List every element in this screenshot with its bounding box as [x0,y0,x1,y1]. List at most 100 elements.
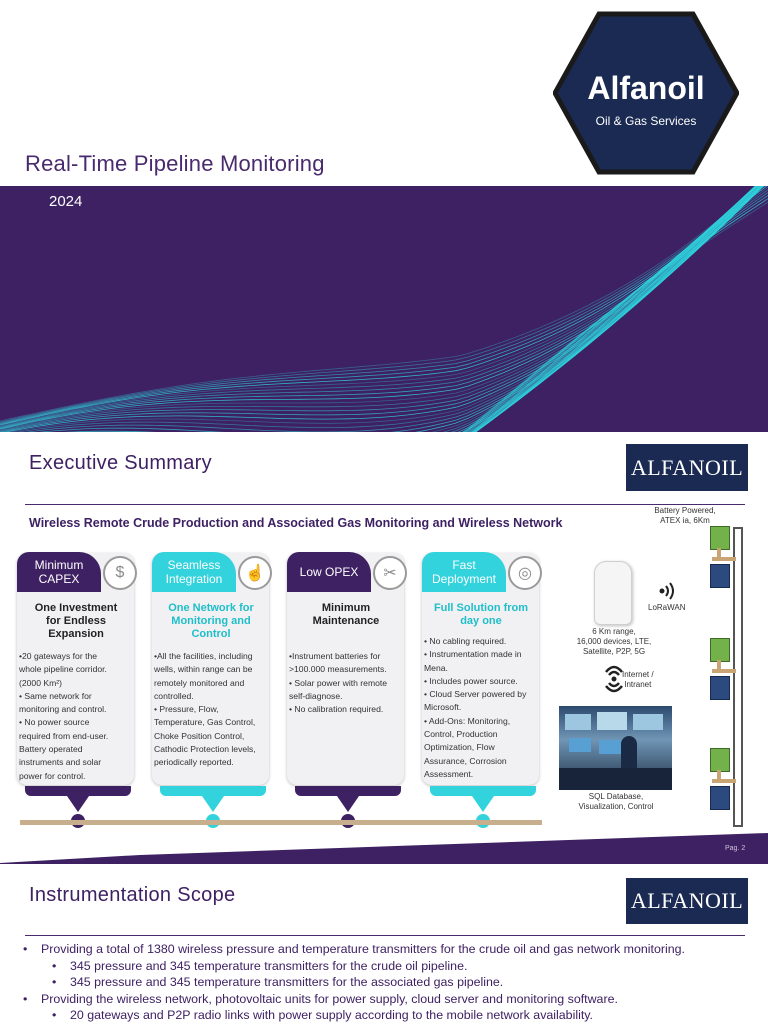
card-heading-line: Full Solution from [433,602,529,614]
battery-label: Battery Powered, ATEX ia, 6Km [654,506,716,525]
card-bullet-line: • No cabling required. [424,636,507,646]
slide-footer [0,833,768,865]
card-bullet-line: remotely monitored and [154,677,245,688]
logo-name: Alfanoil [587,70,705,106]
wave-line [0,186,764,428]
title-rule [25,504,745,505]
wave-line [4,186,763,432]
card-bullet-line: monitoring and control. [19,704,107,715]
card-footer-bar [295,786,401,796]
lorawan-label: LoRaWAN [648,603,686,612]
card-bullet-line: • Cloud Server powered by [424,689,527,700]
timeline-pin [337,796,359,812]
wave-line [0,186,759,422]
card-bullet-line: Choke Position Control, [154,730,245,741]
wave-line [469,186,768,432]
wave-line [473,186,763,432]
wave-line [467,192,768,432]
card-bullets: •Instrument batteries for>100.000 measur… [289,650,405,716]
wave-line [16,186,762,432]
card-tab-line: Seamless [167,558,221,572]
card-bullet-line: Assurance, Corrosion [424,755,507,766]
card-bullet-line: Cathodic Protection levels, [154,744,256,755]
title-band [0,186,768,432]
card-bullet-line: Control, Production [424,729,498,740]
card-heading-line: Minimum [321,602,371,614]
wave-line [472,186,756,432]
card-bullet-line: Temperature, Gas Control, [154,717,256,728]
card-tab-line: Integration [165,572,223,586]
wave-line [0,186,760,423]
card-bullet-line: controlled. [154,690,194,701]
wave-line [475,186,758,432]
wave-line [473,186,756,432]
alfanoil-hex-logo: Alfanoil Oil & Gas Services [552,10,740,176]
card-bullet-line: •20 gateways for the [19,651,98,661]
pipeline-pillar [733,527,743,827]
wave-line [0,186,764,431]
card-heading-line: Maintenance [312,615,380,627]
wave-line [0,186,763,432]
slide-title-executive-summary: Executive Summary [29,452,212,474]
card-bullet-line: Mena. [424,662,448,673]
transmitter-green [710,748,730,772]
wave-line [0,186,764,430]
wave-line [463,198,768,432]
card-heading-line: Expansion [48,628,104,640]
card-tab-line: CAPEX [38,572,80,586]
card-bullet-line: Battery operated [19,744,83,755]
logo-tagline: Oil & Gas Services [595,114,697,128]
card-bullet-line: • No power source [19,717,90,728]
transmitter-blue [710,786,730,810]
wave-line [474,186,757,432]
wave-line [442,186,759,432]
card-heading-line: for Endless [46,615,106,627]
internet-label: Internet / Intranet [622,670,654,689]
wave-line [473,186,761,432]
card-bullet-line: >100.000 measurements. [289,664,387,675]
wave-line [0,186,762,425]
card-footer-bar [25,786,131,796]
year-label: 2024 [49,193,83,210]
card-heading-line: One Investment [34,602,118,614]
wave-graphic [0,186,768,432]
scope-item: 345 pressure and 345 temperature transmi… [70,975,504,989]
wave-line [9,186,763,432]
card-tab: Low OPEX [287,552,371,592]
wave-line [457,186,758,432]
wave-line [462,201,768,432]
wave-line [468,189,768,432]
wave-line [25,186,762,432]
dollar-cycle-icon: $ [103,556,137,590]
transmitter-pipe [712,669,736,673]
wave-line [63,186,760,432]
alfanoil-logo: ALFANOIL [626,444,748,491]
card-heading-line: day one [460,615,502,627]
title-rule [25,935,745,936]
card-bullet-line: Microsoft. [424,702,462,713]
card-footer-bar [160,786,266,796]
card-bullet-line: periodically reported. [154,757,234,768]
wave-line [38,186,761,432]
card-bullet-line: self-diagnose. [289,690,343,701]
wave-line [431,186,760,432]
card-bullets: • No cabling required. • Instrumentation … [424,635,540,781]
card-bullet-line: • Instrumentation made in [424,649,522,660]
card-tab-line: Minimum [34,558,84,572]
card-footer-bar [430,786,536,796]
card-bullet-line: power for control. [19,770,86,781]
wave-line [0,186,764,429]
touch-hand-icon: ☝ [238,556,272,590]
wave-line [474,186,756,432]
presentation-title: Real-Time Pipeline Monitoring [25,151,325,176]
wave-line [475,186,757,432]
card-bullet-line: whole pipeline corridor. [19,664,107,675]
internet-signal-icon [603,664,625,699]
wireless-signal-icon [658,582,680,605]
card-tab-line: Deployment [431,572,497,586]
card-bullet-line: • Includes power source. [424,675,518,686]
card-heading-line: One Network for [168,602,254,614]
